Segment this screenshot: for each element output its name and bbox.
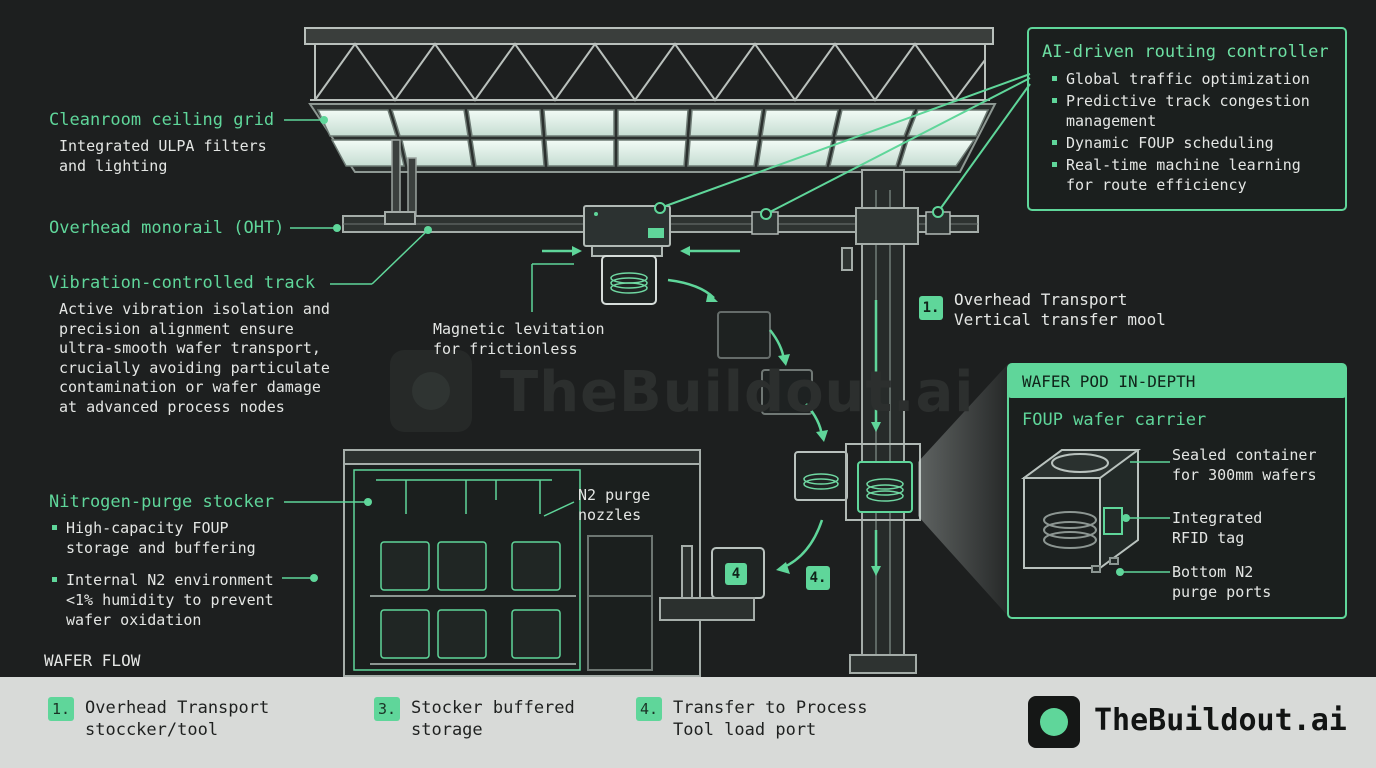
ceiling-grid-title: Cleanroom ceiling grid: [49, 110, 275, 130]
pod-callout-rfid: Integrated RFID tag: [1172, 509, 1263, 547]
pod-panel-header-bg: [1008, 364, 1346, 398]
vibration-track-title: Vibration-controlled track: [49, 273, 316, 293]
load-step-badge: 4.: [806, 566, 830, 590]
stocker-foups: [380, 541, 561, 659]
stocker-bullet: High-capacity FOUP storage and buffering: [50, 518, 274, 558]
controller-bullet: Global traffic optimization: [1050, 69, 1310, 89]
pod-callout-ports: Bottom N2 purge ports: [1172, 563, 1272, 601]
controller-title: AI-driven routing controller: [1042, 42, 1329, 62]
vertical-lift-column: [841, 169, 919, 674]
footer-step-badge: 3.: [374, 697, 400, 721]
ceiling-truss: [304, 27, 994, 102]
oht-vehicle: [583, 205, 671, 257]
footer-step-text: Transfer to Process Tool load port: [673, 698, 868, 740]
stocker-bullets: High-capacity FOUP storage and buffering…: [50, 518, 274, 632]
oht-step-badge: 1.: [919, 296, 943, 320]
footer-step-badge: 4.: [636, 697, 662, 721]
stocker-title: Nitrogen-purge stocker: [49, 492, 275, 512]
brand-logo-icon: [1028, 696, 1080, 748]
vibration-track-desc: Active vibration isolation and precision…: [59, 300, 330, 416]
projection-beam: [918, 364, 1008, 616]
n2-nozzles-label: N2 purge nozzles: [578, 486, 651, 524]
controller-bullet: Dynamic FOUP scheduling: [1050, 133, 1310, 153]
foup-wafer-stacks: [610, 272, 904, 502]
ceiling-grid-panels: [308, 103, 997, 173]
controller-bullet: Real-time machine learning for route eff…: [1050, 155, 1310, 195]
purge-pipes: [376, 479, 552, 514]
monorail-label: Overhead monorail (OHT): [49, 218, 285, 238]
controller-link-nodes: [654, 202, 944, 220]
oht-step-text: Overhead Transport Vertical transfer moo…: [954, 290, 1166, 329]
wafer-flow-heading: WAFER FLOW: [44, 651, 141, 670]
controller-links: [659, 73, 1031, 215]
pod-panel-header: WAFER POD IN-DEPTH: [1022, 372, 1196, 391]
pod-callout-sealed: Sealed container for 300mm wafers: [1172, 446, 1317, 484]
stocker-bullet: Internal N2 environment <1% humidity to …: [50, 570, 274, 630]
footer-step-badge: 1.: [48, 697, 74, 721]
leader-dots: [310, 116, 1130, 582]
controller-panel-frame: [1027, 27, 1347, 211]
footer-step-text: Overhead Transport stoccker/tool: [85, 698, 270, 740]
controller-bullet: Predictive track congestion management: [1050, 91, 1310, 131]
ceiling-grid-desc: Integrated ULPA filters and lighting: [59, 137, 267, 175]
maglev-label: Magnetic levitation for frictionless: [433, 320, 605, 358]
watermark-text: TheBuildout.ai: [500, 360, 975, 425]
footer-bar: [0, 677, 1376, 768]
track-trolleys: [751, 211, 951, 235]
pod-panel-subtitle: FOUP wafer carrier: [1022, 410, 1207, 430]
brand-name: TheBuildout.ai: [1094, 703, 1347, 738]
footer-step-text: Stocker buffered storage: [411, 698, 575, 740]
flow-arrowheads: [572, 246, 881, 576]
leader-lines: [282, 119, 1170, 579]
controller-bullets: Global traffic optimization Predictive t…: [1050, 69, 1310, 197]
foup-3d-illustration: [1020, 449, 1142, 573]
load-port-number: 4: [725, 563, 747, 585]
watermark-logo-icon: [390, 350, 472, 432]
